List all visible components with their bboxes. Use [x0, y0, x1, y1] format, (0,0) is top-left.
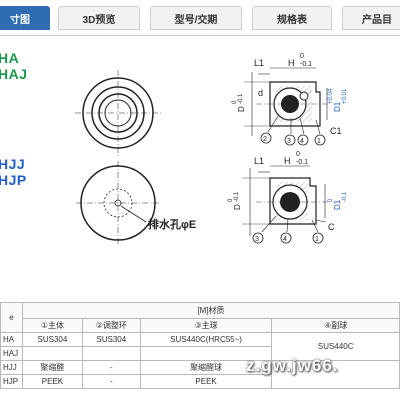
dim-D1-tol-upper-top: +0.04 — [328, 88, 334, 104]
drain-hole-label: 排水孔φE — [148, 217, 196, 231]
top-view-upper — [75, 70, 161, 156]
table-row: HJJ 聚缩醛 - 聚缩醛球 — [0, 360, 400, 389]
top-view-lower — [76, 161, 160, 245]
tab-spec-table[interactable]: 规格表 — [252, 6, 332, 30]
table-corner-label: e — [0, 302, 23, 333]
cell-main-body: SUS304 — [21, 332, 83, 347]
dim-h-tol-lower: -0.1 — [300, 61, 312, 68]
dim-D-tol-bottom-lower: -0.1 — [234, 191, 240, 202]
model-code-hjp: HJP — [0, 172, 27, 188]
tab-3d-preview[interactable]: 3D预览 — [58, 6, 140, 30]
cell-adjust-ring: - — [81, 360, 141, 375]
watermark-text: z.gw.jw66. — [246, 356, 339, 375]
dim-h-lower: H — [284, 156, 291, 166]
dim-d-small-upper: d — [258, 88, 263, 98]
col-main-ball: ③主球 — [139, 318, 273, 333]
cell-main-body: 聚缩醛 — [21, 360, 83, 375]
col-main-body: ①主体 — [21, 318, 83, 333]
model-code-ha: HA — [0, 50, 20, 66]
dim-h-tol-lower-bottom: -0.1 — [296, 159, 308, 166]
dim-c-lower: C — [328, 222, 335, 232]
cell-main-body: PEEK — [21, 374, 83, 389]
col-adjust-ring: ②调整环 — [81, 318, 141, 333]
part-4-lower: 4 — [283, 236, 287, 243]
part-3-lower: 3 — [255, 236, 259, 243]
dim-l1-upper: L1 — [254, 58, 264, 68]
row-model: HJJ — [0, 360, 23, 375]
table-row: HA SUS304 SUS304 SUS440C(HRC55~) SUS440C — [0, 332, 400, 361]
part-1-upper: 1 — [317, 138, 321, 145]
dim-D1-upper: D1 — [333, 101, 342, 112]
dim-D-lower: D — [233, 204, 242, 210]
dim-D1-tol-lower-top: +0.01 — [342, 88, 348, 104]
dim-D-tol-top-lower: 0 — [228, 198, 234, 202]
material-spec-table: e [M]材质 ①主体 ②调整环 ③主球 ④副球 HA SUS304 SUS30… — [0, 302, 400, 389]
part-2-upper: 2 — [263, 136, 267, 143]
row-model: HA — [0, 332, 23, 347]
model-code-hjj: HJJ — [0, 156, 26, 172]
tab-bar: 寸图 3D预览 型号/交期 规格表 产品目 — [0, 0, 400, 36]
dim-D1-tol-bottom-lower: -0.1 — [342, 191, 348, 202]
tab-dimension-drawing[interactable]: 寸图 — [0, 6, 50, 30]
part-1-lower: 1 — [315, 236, 319, 243]
cell-main-ball: PEEK — [139, 374, 273, 389]
cell-adjust-ring: SUS304 — [81, 332, 141, 347]
dim-h-upper: H — [288, 58, 295, 68]
dim-c1-upper: C1 — [330, 126, 342, 136]
dim-D-tol-upper-top: 0 — [232, 100, 238, 104]
side-section-upper — [244, 67, 328, 146]
row-model: HAJ — [0, 346, 23, 361]
row-model: HJP — [0, 374, 23, 389]
cell-adjust-ring: - — [81, 374, 141, 389]
dim-h-tol-lower-top: 0 — [296, 151, 300, 158]
part-4-upper: 4 — [300, 138, 304, 145]
cell-sub-ball-empty — [271, 360, 400, 389]
dim-D-tol-lower-top: -0.1 — [238, 93, 244, 104]
dim-l1-lower: L1 — [254, 156, 264, 166]
dim-D1-lower: D1 — [333, 199, 342, 210]
table-row: HJP PEEK - PEEK — [0, 374, 400, 389]
cell-main-body — [21, 346, 83, 361]
table-material-header: [M]材质 — [21, 302, 400, 319]
side-section-lower — [242, 165, 328, 244]
cell-main-ball: SUS440C(HRC55~) — [139, 332, 273, 347]
tab-product-catalog[interactable]: 产品目 — [342, 6, 400, 30]
part-3-upper: 3 — [287, 138, 291, 145]
cell-adjust-ring — [81, 346, 141, 361]
technical-drawing: L1 H 0 -0.1 d D 0 -0.1 D1 +0.04 +0.01 C1… — [75, 53, 348, 245]
dim-D-upper: D — [237, 106, 246, 112]
model-code-haj: HAJ — [0, 66, 28, 82]
col-sub-ball: ④副球 — [271, 318, 400, 333]
tab-model-delivery[interactable]: 型号/交期 — [150, 6, 242, 30]
dim-D1-tol-top-lower: 0 — [328, 198, 334, 202]
dim-h-tol-upper: 0 — [300, 53, 304, 60]
